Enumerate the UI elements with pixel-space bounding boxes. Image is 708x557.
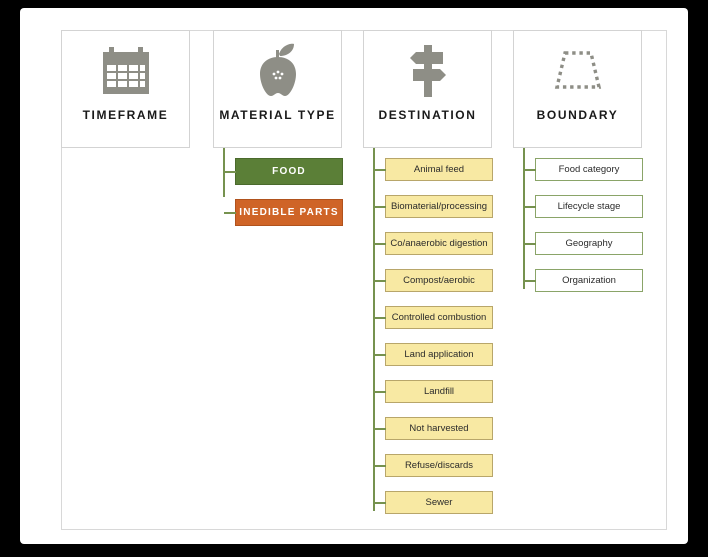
signpost-icon — [399, 35, 457, 107]
node-label: Compost/aerobic — [403, 275, 475, 286]
node-geography[interactable]: Geography — [524, 232, 643, 255]
column-material-type: MATERIAL TYPE FOOD INEDIBLE PARTS — [213, 30, 343, 226]
card-timeframe[interactable]: TIMEFRAME — [61, 30, 190, 148]
node-label: Controlled combustion — [391, 312, 487, 323]
connector-stub — [524, 279, 536, 282]
calendar-icon — [98, 35, 154, 107]
node-controlled-combustion[interactable]: Controlled combustion — [374, 306, 493, 329]
node-label: Organization — [562, 275, 616, 286]
node-biomaterial-processing[interactable]: Biomaterial/processing — [374, 195, 493, 218]
diagram-canvas: TIMEFRAME MATERIAL — [20, 8, 688, 544]
node-label: Not harvested — [409, 423, 469, 434]
card-label-boundary: BOUNDARY — [536, 108, 619, 122]
node-sewer[interactable]: Sewer — [374, 491, 493, 514]
tree-destination: Animal feed Biomaterial/processing Co/an… — [364, 148, 493, 514]
connector-stub — [224, 170, 236, 173]
tree-boundary: Food category Lifecycle stage Geography … — [514, 148, 643, 292]
tree-spine — [373, 148, 375, 511]
card-label-timeframe: TIMEFRAME — [82, 108, 169, 122]
card-boundary[interactable]: BOUNDARY — [513, 30, 642, 148]
card-material-type[interactable]: MATERIAL TYPE — [213, 30, 342, 148]
connector-stub — [524, 242, 536, 245]
connector-stub — [224, 211, 236, 214]
connector-stub — [374, 242, 386, 245]
node-compost-aerobic[interactable]: Compost/aerobic — [374, 269, 493, 292]
node-label: FOOD — [272, 166, 306, 177]
connector-stub — [524, 168, 536, 171]
node-label: Refuse/discards — [404, 460, 474, 471]
node-food-category[interactable]: Food category — [524, 158, 643, 181]
column-destination: DESTINATION Animal feed Biomaterial/proc… — [363, 30, 493, 514]
node-animal-feed[interactable]: Animal feed — [374, 158, 493, 181]
node-label: Land application — [404, 349, 474, 360]
node-label: Food category — [558, 164, 620, 175]
connector-stub — [374, 168, 386, 171]
connector-stub — [374, 316, 386, 319]
connector-stub — [374, 353, 386, 356]
node-inedible-parts[interactable]: INEDIBLE PARTS — [224, 199, 343, 226]
node-co-anaerobic-digestion[interactable]: Co/anaerobic digestion — [374, 232, 493, 255]
node-not-harvested[interactable]: Not harvested — [374, 417, 493, 440]
connector-stub — [374, 205, 386, 208]
connector-stub — [524, 205, 536, 208]
node-food[interactable]: FOOD — [224, 158, 343, 185]
connector-stub — [374, 427, 386, 430]
node-label: Animal feed — [413, 164, 465, 175]
node-landfill[interactable]: Landfill — [374, 380, 493, 403]
node-label: Co/anaerobic digestion — [390, 238, 488, 249]
apple-core-icon — [250, 35, 306, 107]
node-refuse-discards[interactable]: Refuse/discards — [374, 454, 493, 477]
dashed-trapezoid-icon — [549, 35, 607, 107]
node-label: Lifecycle stage — [557, 201, 621, 212]
connector-stub — [374, 464, 386, 467]
connector-stub — [374, 279, 386, 282]
connector-stub — [374, 390, 386, 393]
tree-material-type: FOOD INEDIBLE PARTS — [214, 148, 343, 226]
tree-spine — [223, 148, 225, 197]
card-label-destination: DESTINATION — [378, 108, 477, 122]
connector-stub — [374, 501, 386, 504]
card-destination[interactable]: DESTINATION — [363, 30, 492, 148]
node-lifecycle-stage[interactable]: Lifecycle stage — [524, 195, 643, 218]
node-land-application[interactable]: Land application — [374, 343, 493, 366]
node-organization[interactable]: Organization — [524, 269, 643, 292]
card-label-material-type: MATERIAL TYPE — [219, 108, 336, 122]
node-label: Sewer — [425, 497, 453, 508]
node-label: Biomaterial/processing — [390, 201, 488, 212]
column-timeframe: TIMEFRAME — [61, 30, 190, 148]
column-boundary: BOUNDARY Food category Lifecycle stage G… — [513, 30, 643, 292]
node-label: Geography — [565, 238, 613, 249]
node-label: INEDIBLE PARTS — [239, 207, 339, 218]
tree-spine — [523, 148, 525, 289]
node-label: Landfill — [423, 386, 455, 397]
